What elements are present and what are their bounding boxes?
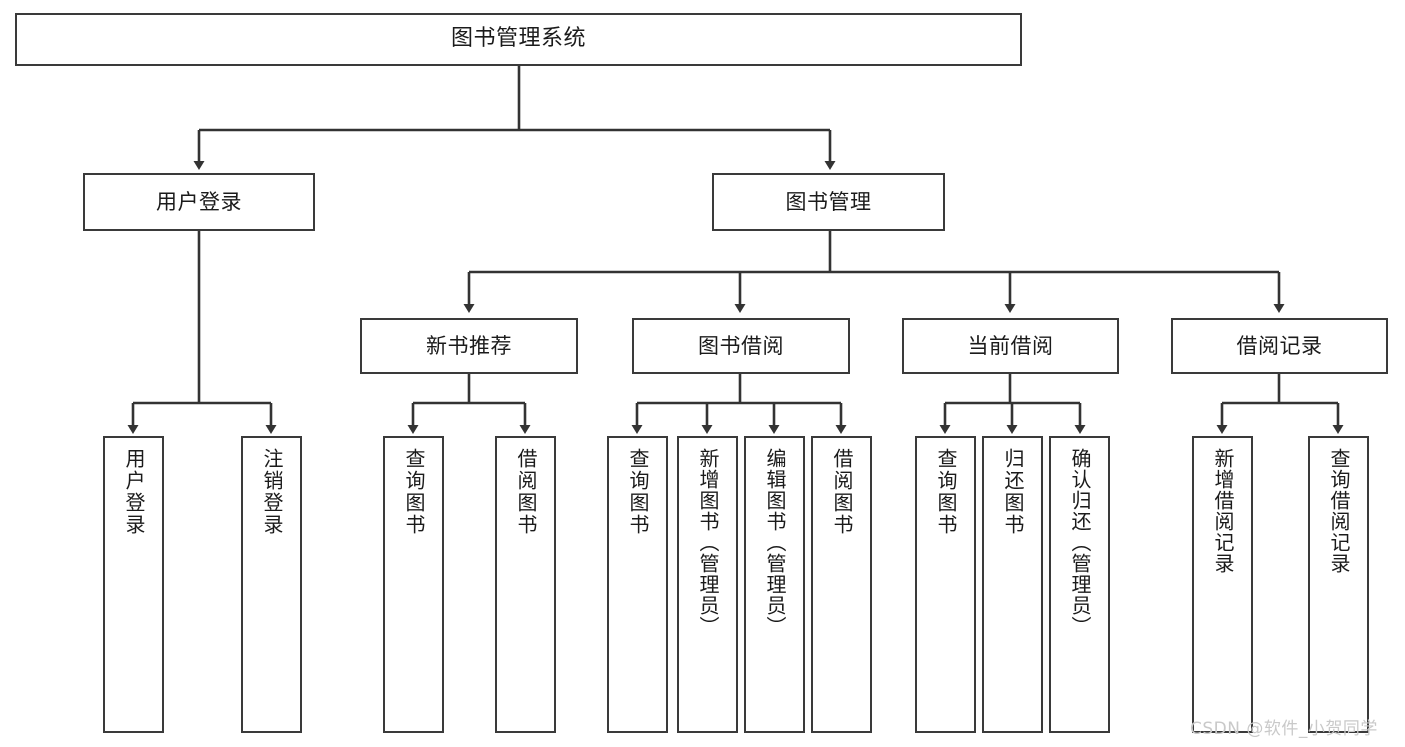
leaf-edit-book-admin[interactable]: 编辑图书（管理员） bbox=[744, 436, 805, 733]
node-label: 确认归还（管理员） bbox=[1068, 448, 1092, 637]
node-new-book-recommend[interactable]: 新书推荐 bbox=[360, 318, 578, 374]
node-label: 用户登录 bbox=[156, 189, 242, 214]
leaf-query-book-borrow[interactable]: 查询图书 bbox=[607, 436, 668, 733]
node-label: 新书推荐 bbox=[426, 333, 512, 358]
leaf-borrow-book[interactable]: 借阅图书 bbox=[811, 436, 872, 733]
node-label: 查询图书 bbox=[402, 448, 426, 536]
node-label: 图书管理 bbox=[785, 189, 872, 214]
node-label: 新增图书（管理员） bbox=[696, 448, 720, 637]
leaf-query-book-recommend[interactable]: 查询图书 bbox=[383, 436, 444, 733]
node-label: 编辑图书（管理员） bbox=[763, 448, 787, 637]
node-book-management[interactable]: 图书管理 bbox=[712, 173, 945, 231]
node-label: 归还图书 bbox=[1001, 448, 1025, 536]
node-borrow-record[interactable]: 借阅记录 bbox=[1171, 318, 1388, 374]
csdn-watermark: CSDN @软件_小贺同学 bbox=[1190, 719, 1378, 739]
leaf-query-book-current[interactable]: 查询图书 bbox=[915, 436, 976, 733]
node-label: 借阅图书 bbox=[514, 448, 538, 536]
node-label: 新增借阅记录 bbox=[1211, 448, 1235, 574]
node-label: 查询图书 bbox=[934, 448, 958, 536]
leaf-borrow-book-recommend[interactable]: 借阅图书 bbox=[495, 436, 556, 733]
leaf-add-book-admin[interactable]: 新增图书（管理员） bbox=[677, 436, 738, 733]
node-label: 借阅记录 bbox=[1236, 333, 1323, 358]
node-label: 图书借阅 bbox=[698, 333, 784, 358]
leaf-add-borrow-record[interactable]: 新增借阅记录 bbox=[1192, 436, 1253, 733]
leaf-logout[interactable]: 注销登录 bbox=[241, 436, 302, 733]
node-user-login[interactable]: 用户登录 bbox=[83, 173, 315, 231]
leaf-confirm-return-admin[interactable]: 确认归还（管理员） bbox=[1049, 436, 1110, 733]
node-label: 用户登录 bbox=[122, 448, 146, 536]
node-label: 查询图书 bbox=[626, 448, 650, 536]
node-label: 注销登录 bbox=[260, 448, 284, 536]
node-current-borrow[interactable]: 当前借阅 bbox=[902, 318, 1119, 374]
node-label: 当前借阅 bbox=[967, 333, 1054, 358]
node-label: 借阅图书 bbox=[830, 448, 854, 536]
leaf-query-borrow-record[interactable]: 查询借阅记录 bbox=[1308, 436, 1369, 733]
node-root-system[interactable]: 图书管理系统 bbox=[15, 13, 1022, 66]
leaf-user-login[interactable]: 用户登录 bbox=[103, 436, 164, 733]
node-label: 图书管理系统 bbox=[450, 26, 586, 52]
node-label: 查询借阅记录 bbox=[1327, 448, 1351, 574]
node-book-borrow[interactable]: 图书借阅 bbox=[632, 318, 850, 374]
leaf-return-book[interactable]: 归还图书 bbox=[982, 436, 1043, 733]
